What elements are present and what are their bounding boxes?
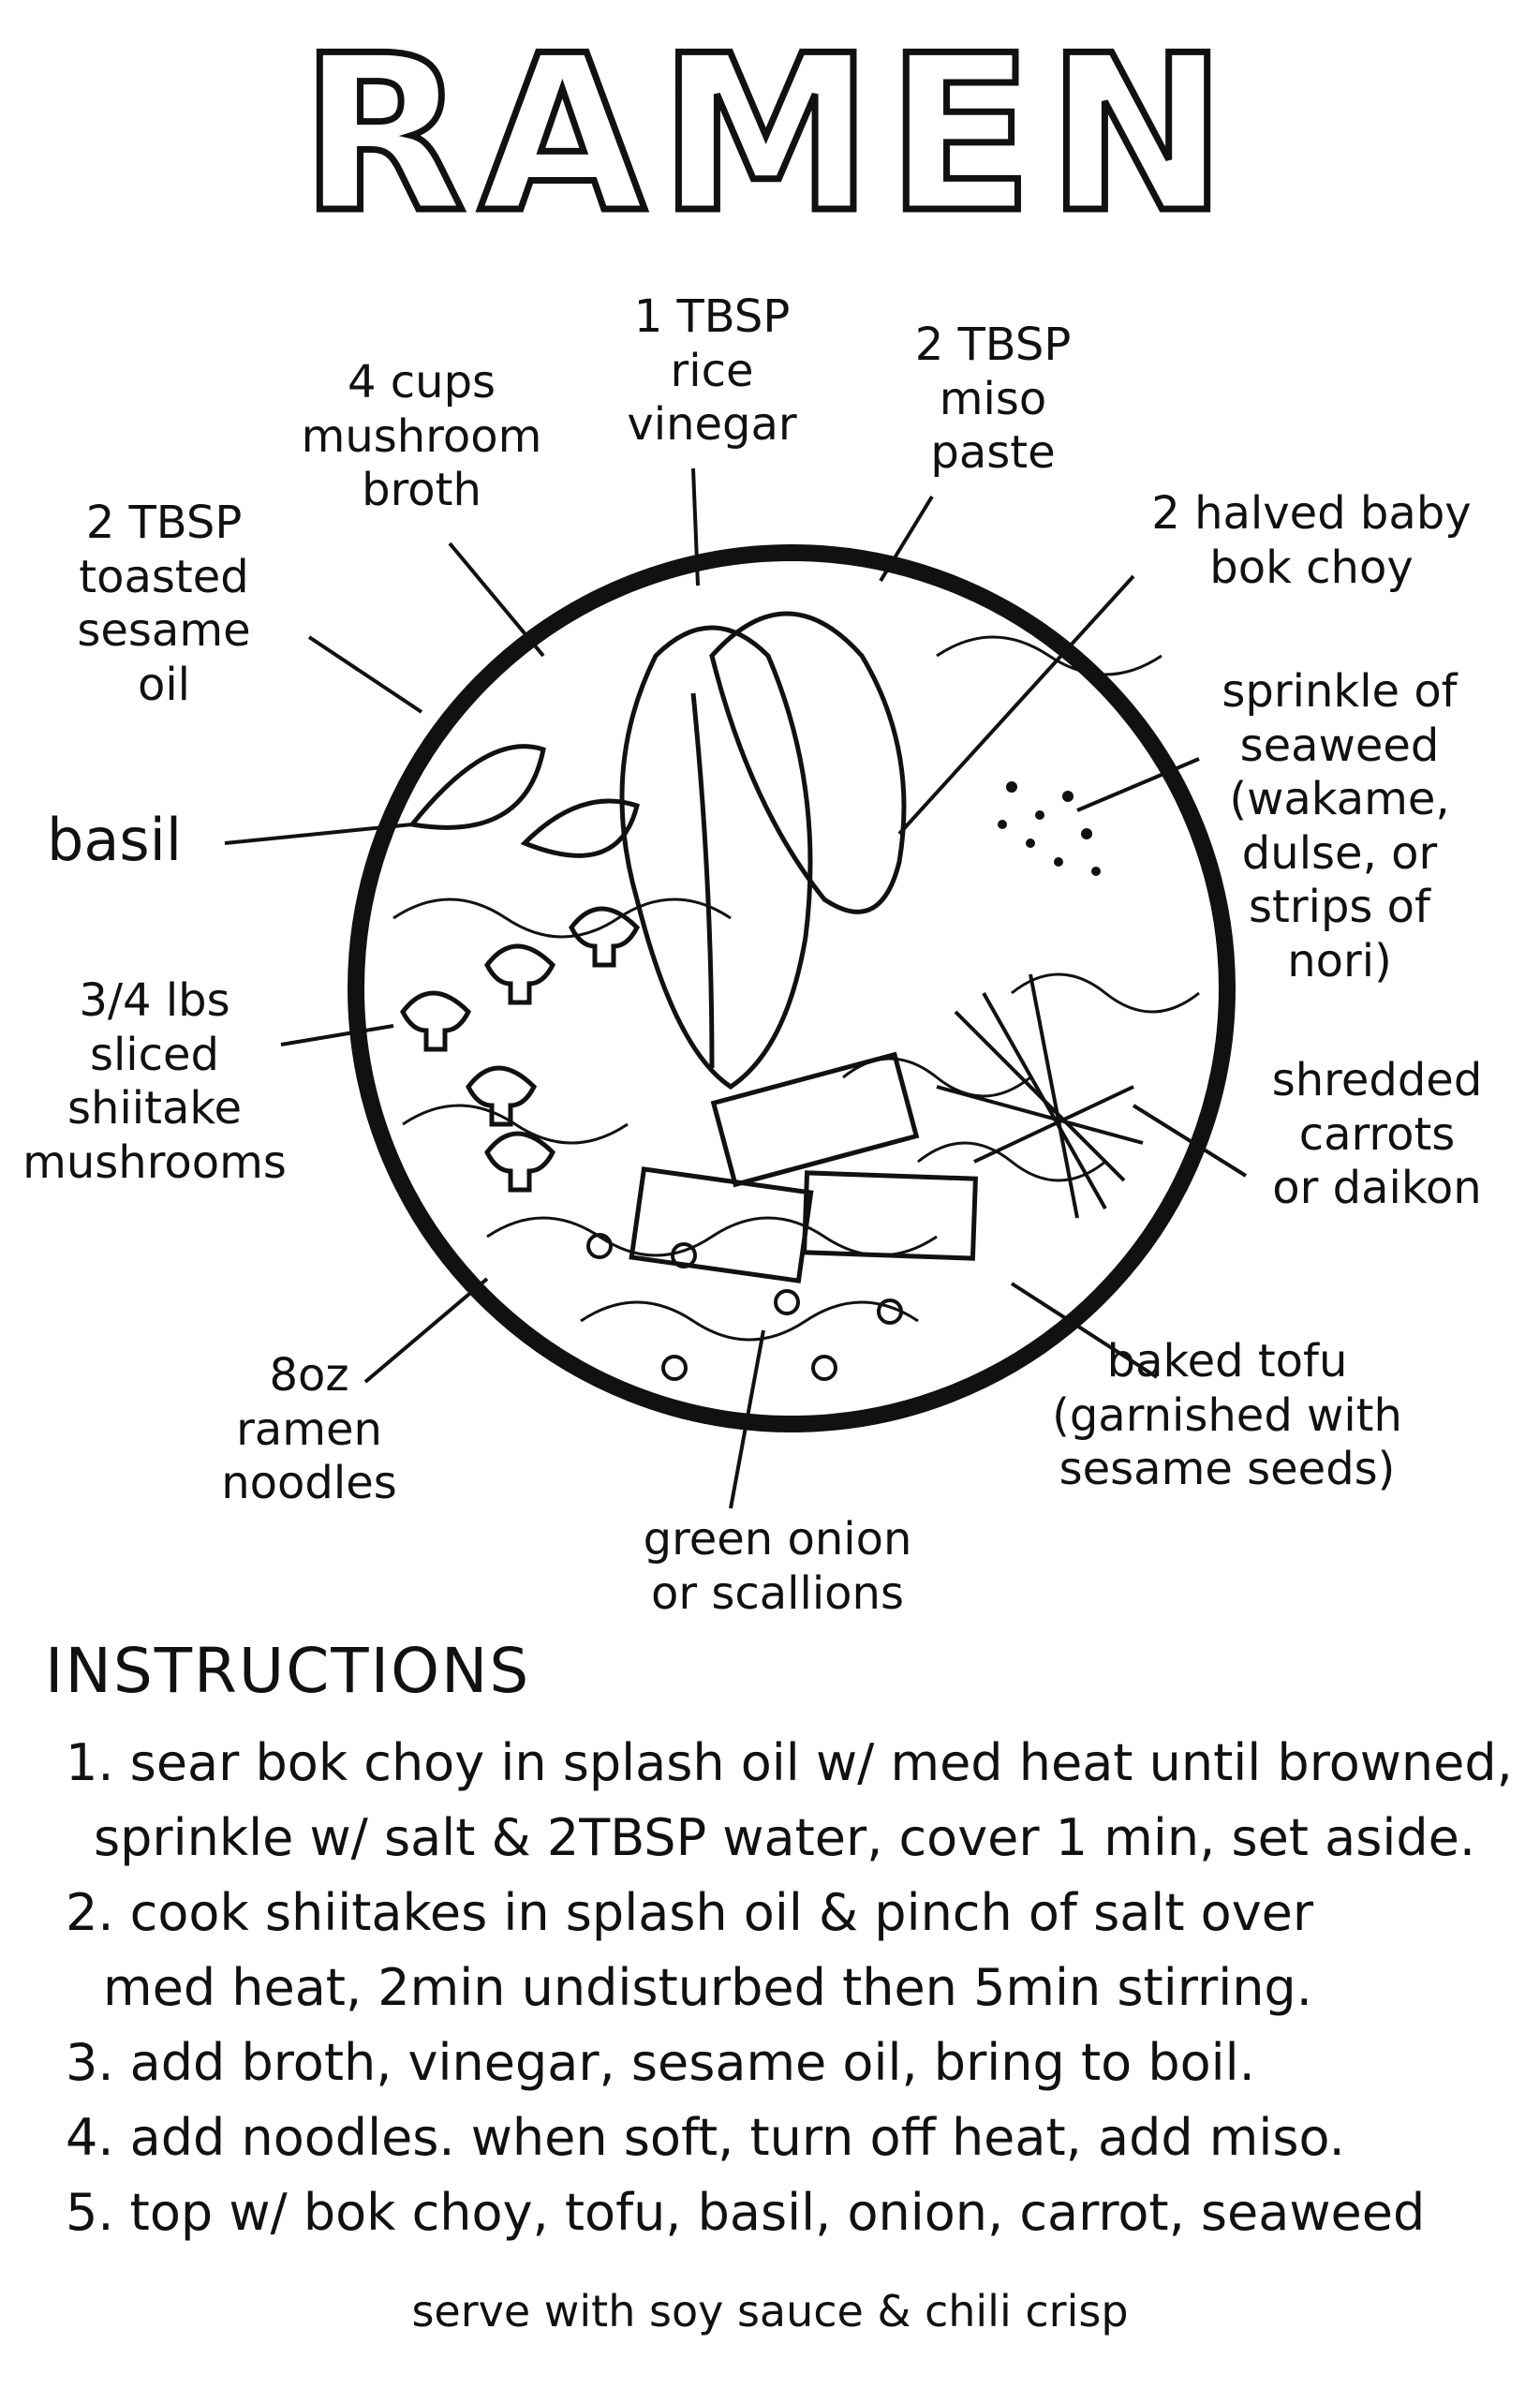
instruction-step: 3. add broth, vinegar, sesame oil, bring…: [66, 2033, 1255, 2092]
mushrooms-drawing: [400, 906, 641, 1193]
label-sesame-oil: 2 TBSP toasted sesame oil: [77, 497, 251, 711]
recipe-title: RAMEN: [297, 10, 1240, 260]
label-green-onion: green onion or scallions: [643, 1513, 912, 1620]
serving-note: serve with soy sauce & chili crisp: [411, 2286, 1129, 2337]
instruction-step: sprinkle w/ salt & 2TBSP water, cover 1 …: [94, 1808, 1476, 1867]
label-rice-vinegar: 1 TBSP rice vinegar: [627, 290, 797, 452]
label-shiitake-mushrooms: 3/4 lbs sliced shiitake mushrooms: [22, 974, 287, 1189]
green-onion-drawing: [586, 1233, 903, 1381]
instruction-step: med heat, 2min undisturbed then 5min sti…: [103, 1958, 1312, 2017]
leader-lines: [224, 467, 1248, 1509]
label-miso-paste: 2 TBSP miso paste: [914, 319, 1072, 480]
instruction-step: 2. cook shiitakes in splash oil & pinch …: [66, 1883, 1314, 1942]
noodles-drawing: [392, 635, 1200, 1342]
label-mushroom-broth: 4 cups mushroom broth: [301, 356, 542, 517]
instructions-heading: INSTRUCTIONS: [45, 1635, 531, 1707]
tofu-drawing: [629, 1051, 978, 1284]
bok-choy-drawing: [619, 611, 907, 1091]
basil-drawing: [407, 744, 640, 858]
label-seaweed: sprinkle of seaweed (wakame, dulse, or s…: [1222, 665, 1458, 987]
carrots-drawing: [936, 973, 1144, 1219]
label-ramen-noodles: 8oz ramen noodles: [221, 1349, 397, 1510]
bowl-rim: [348, 544, 1236, 1432]
label-basil: basil: [47, 806, 183, 874]
label-bok-choy: 2 halved baby bok choy: [1151, 487, 1472, 594]
instruction-step: 5. top w/ bok choy, tofu, basil, onion, …: [66, 2183, 1426, 2242]
seaweed-drawing: [998, 781, 1101, 876]
instruction-step: 1. sear bok choy in splash oil w/ med he…: [66, 1733, 1513, 1792]
label-baked-tofu: baked tofu (garnished with sesame seeds): [1052, 1335, 1402, 1496]
instruction-step: 4. add noodles. when soft, turn off heat…: [66, 2108, 1345, 2167]
label-carrots: shredded carrots or daikon: [1271, 1054, 1483, 1215]
